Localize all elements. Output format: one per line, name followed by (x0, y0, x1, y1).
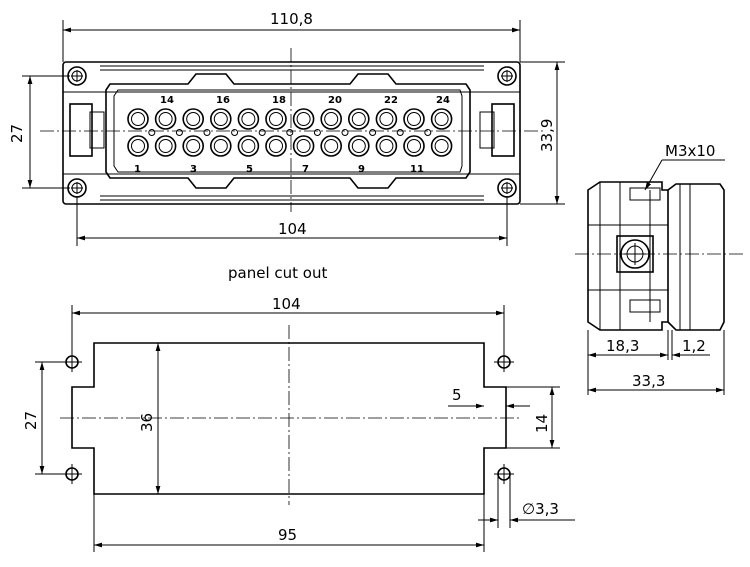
contact-pin (320, 108, 343, 130)
contact-pin (292, 108, 315, 130)
mounting-hole-icon (494, 352, 514, 372)
pin-label: 24 (436, 95, 450, 106)
contact-pin (265, 108, 287, 130)
contact-pin (237, 135, 260, 157)
coding-hole (396, 129, 404, 136)
contact-pin (127, 135, 149, 157)
pin-label: 14 (160, 95, 174, 106)
dim-side-a: 18,3 (606, 337, 639, 355)
contact-pin (182, 135, 204, 157)
mounting-screw-icon (67, 178, 87, 198)
coding-hole (369, 129, 377, 136)
pin-label: 7 (302, 164, 309, 175)
dim-side-total: 33,3 (632, 372, 665, 390)
screw-label: M3x10 (665, 142, 715, 160)
contact-pin (403, 108, 425, 130)
coding-hole (175, 129, 183, 136)
dim-notch-depth: 5 (452, 386, 462, 404)
dim-overall-width: 110,8 (270, 10, 313, 28)
coding-hole (258, 129, 266, 136)
pin-label: 5 (246, 164, 253, 175)
pin-label: 9 (358, 164, 365, 175)
dim-height-overall: 33,9 (538, 119, 556, 152)
dim-cut-height: 36 (138, 413, 156, 432)
dim-cut-width: 95 (278, 526, 297, 544)
front-view: 110,8 14 16 18 20 22 24 1 3 5 (8, 10, 565, 246)
dim-side-b: 1,2 (682, 337, 706, 355)
mounting-screw-icon (67, 66, 87, 86)
pin-label: 22 (384, 95, 398, 106)
contact-pin (237, 108, 260, 130)
contact-pin (127, 108, 149, 130)
panel-cutout-view: panel cut out 104 27 36 5 14 (22, 264, 575, 552)
dim-holes-width: 104 (272, 295, 301, 313)
contact-pins (127, 108, 453, 157)
contact-pin (347, 135, 370, 157)
contact-pin (347, 108, 370, 130)
dim-hole-diameter: ∅3,3 (522, 500, 559, 518)
contact-pin (375, 108, 398, 130)
contact-pin (154, 108, 177, 130)
mounting-hole-icon (494, 464, 514, 484)
coding-hole (341, 129, 349, 136)
dim-base-width: 104 (278, 220, 307, 238)
contact-pin (430, 108, 453, 130)
pin-label: 18 (272, 95, 286, 106)
dim-height-inner: 27 (8, 124, 26, 143)
pin-label: 16 (216, 95, 230, 106)
contact-pin (292, 135, 315, 157)
side-view: M3x10 18,3 1,2 (575, 142, 745, 395)
coding-hole (313, 129, 321, 136)
coding-hole (231, 129, 239, 136)
contact-pin (210, 135, 232, 157)
coding-hole (203, 129, 211, 136)
contact-pin (430, 135, 453, 157)
panel-cutout-title: panel cut out (228, 264, 327, 282)
pin-label: 20 (328, 95, 342, 106)
mounting-screw-icon (497, 178, 517, 198)
pin-label: 1 (134, 164, 141, 175)
mounting-screw-icon (497, 66, 517, 86)
contact-pin (375, 135, 398, 157)
contact-pin (182, 108, 204, 130)
pin-label: 3 (190, 164, 197, 175)
coding-hole (148, 129, 156, 136)
contact-pin (210, 108, 232, 130)
coding-hole (286, 129, 294, 136)
contact-pin (265, 135, 287, 157)
contact-pin (320, 135, 343, 157)
pin-label: 11 (410, 164, 424, 175)
contact-pin (154, 135, 177, 157)
dim-holes-height: 27 (22, 411, 40, 430)
coding-hole (424, 129, 432, 136)
contact-pin (403, 135, 425, 157)
dim-notch-height: 14 (533, 414, 551, 433)
